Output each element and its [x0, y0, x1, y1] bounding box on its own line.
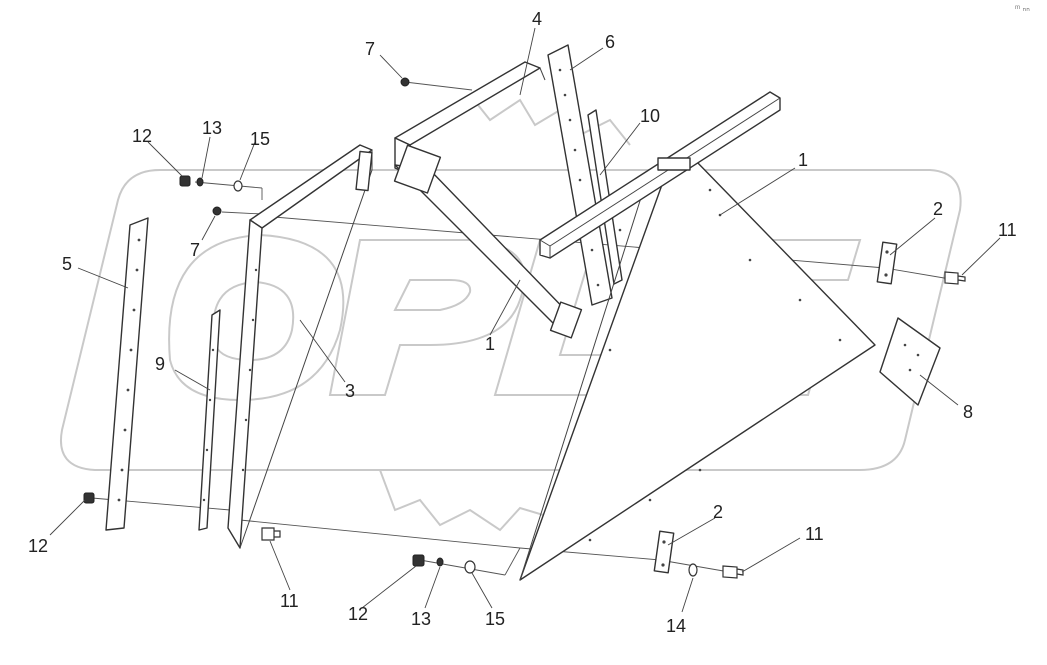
label-12-bottom: 12 — [348, 604, 368, 624]
washer-15-upper — [233, 180, 243, 192]
label-1-right: 1 — [798, 150, 808, 170]
part-1-tube — [539, 91, 781, 259]
label-4: 4 — [532, 9, 542, 29]
nut-7-mid — [212, 206, 222, 216]
label-12-upper: 12 — [132, 126, 152, 146]
label-13-upper: 13 — [202, 118, 222, 138]
part-2-bracket-upper — [876, 241, 898, 285]
label-11-bottom-right: 11 — [805, 524, 824, 544]
label-15-upper: 15 — [250, 129, 270, 149]
leader-lines — [49, 27, 1001, 613]
label-1-center: 1 — [485, 334, 495, 354]
bolt-11-lower-left — [261, 527, 281, 541]
nut-7-upper — [400, 77, 410, 87]
part-9-bar — [198, 309, 221, 531]
corner-mark: ᵐ ₙₙ — [1015, 3, 1030, 13]
label-3: 3 — [345, 381, 355, 401]
label-2-upper: 2 — [933, 199, 943, 219]
callout-labels: 7 4 6 10 1 2 11 8 2 11 14 15 13 12 11 12… — [28, 9, 1017, 636]
part-3-frame — [227, 144, 373, 549]
nut-12-upper — [179, 175, 191, 187]
washer-15-bottom — [464, 560, 476, 574]
washer-13-bottom — [436, 557, 444, 567]
nut-12-bottom — [412, 554, 425, 567]
bolt-11-right — [944, 271, 966, 285]
label-11-right: 11 — [998, 220, 1017, 240]
washer-13-upper — [196, 177, 204, 187]
label-8: 8 — [963, 402, 973, 422]
label-13-bottom: 13 — [411, 609, 431, 629]
part-2-bracket-lower — [653, 530, 675, 574]
washer-14 — [688, 563, 698, 577]
label-10: 10 — [640, 106, 660, 126]
label-6: 6 — [605, 32, 615, 52]
label-9: 9 — [155, 354, 165, 374]
part-4-frame — [393, 61, 583, 339]
label-2-lower: 2 — [713, 502, 723, 522]
part-10-strip — [587, 109, 623, 285]
label-7-mid: 7 — [190, 240, 200, 260]
part-8-plate — [879, 317, 941, 406]
part-5-strip — [105, 217, 149, 531]
bolt-11-bottom-right — [722, 565, 744, 579]
label-11-lower-left: 11 — [280, 591, 299, 611]
label-15-bottom: 15 — [485, 609, 505, 629]
fasteners — [83, 77, 966, 579]
nut-12-lower-left — [83, 492, 95, 504]
label-14: 14 — [666, 616, 686, 636]
label-12-lower-left: 12 — [28, 536, 48, 556]
label-5: 5 — [62, 254, 72, 274]
label-7-upper: 7 — [365, 39, 375, 59]
